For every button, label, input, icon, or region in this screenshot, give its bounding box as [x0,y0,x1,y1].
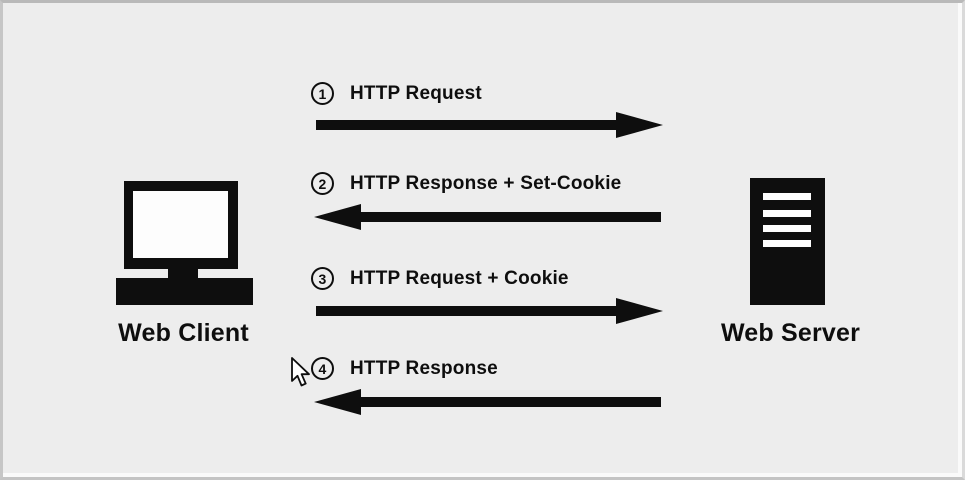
message-3-arrow [314,298,663,324]
server-tower-icon [750,178,825,305]
step-2-badge: 2 [311,172,334,195]
arrow-shaft [354,397,661,407]
web-server-label: Web Server [720,319,861,347]
message-2-arrow [314,204,663,230]
message-2-label: 2 HTTP Response + Set-Cookie [311,172,621,195]
arrow-head-icon [616,112,663,138]
message-3-text: HTTP Request + Cookie [350,267,569,289]
arrow-head-icon [314,389,361,415]
message-1-arrow [314,112,663,138]
message-4-arrow [314,389,663,415]
message-4-label: 4 HTTP Response [311,357,498,380]
message-4-text: HTTP Response [350,357,498,379]
web-client-label: Web Client [118,319,249,347]
message-1-label: 1 HTTP Request [311,82,482,105]
step-4-badge: 4 [311,357,334,380]
message-1-text: HTTP Request [350,82,482,104]
arrow-shaft [354,212,661,222]
mouse-pointer-icon [291,357,310,387]
arrow-shaft [316,306,623,316]
arrow-head-icon [314,204,361,230]
step-3-badge: 3 [311,267,334,290]
step-1-badge: 1 [311,82,334,105]
message-2-text: HTTP Response + Set-Cookie [350,172,622,194]
arrow-shaft [316,120,623,130]
desktop-monitor-icon [116,181,253,305]
arrow-head-icon [616,298,663,324]
message-3-label: 3 HTTP Request + Cookie [311,267,569,290]
